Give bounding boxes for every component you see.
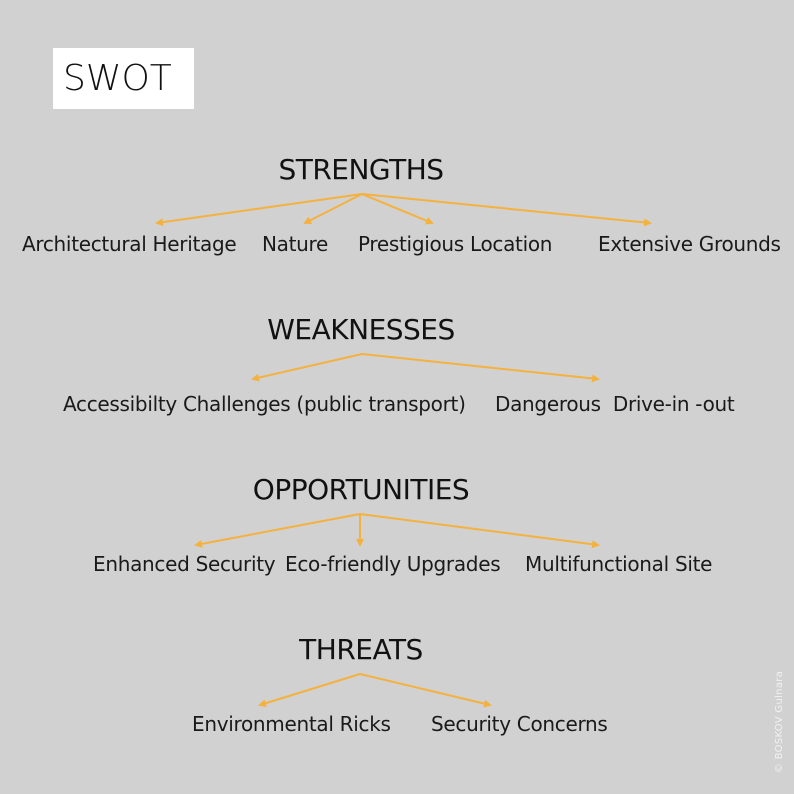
threat-item: Security Concerns [431,712,608,736]
arrow-opportunities-multifunctional [359,513,600,549]
opportunity-item: Eco-friendly Upgrades [285,552,501,576]
opportunities-heading: OPPORTUNITIES [252,473,470,506]
strength-item: Extensive Grounds [598,232,781,256]
weakness-item: Accessibilty Challenges (public transpor… [63,392,466,416]
arrow-weaknesses-accessibility [251,353,363,382]
threats-heading: THREATS [299,633,423,666]
arrow-threats-security-concerns [359,673,492,708]
arrow-threats-environmental [258,673,361,708]
arrow-strengths-architectural-heritage [155,193,363,227]
threat-item: Environmental Ricks [192,712,391,736]
opportunity-item: Multifunctional Site [525,552,713,576]
strength-item: Prestigious Location [358,232,553,256]
arrow-strengths-extensive-grounds [361,193,652,227]
weakness-item: Dangerous Drive-in -out [495,392,735,416]
copyright-watermark: © BOSKOV Gulnara [774,670,785,774]
opportunity-item: Enhanced Security [93,552,276,576]
arrow-strengths-nature [303,193,363,224]
arrow-weaknesses-dangerous [361,353,600,383]
swot-title: SWOT [53,48,194,109]
strength-item: Nature [262,232,329,256]
weaknesses-heading: WEAKNESSES [267,313,455,346]
arrow-strengths-prestigious-location [361,193,434,225]
strengths-heading: STRENGTHS [278,153,444,186]
strength-item: Architectural Heritage [22,232,237,256]
arrow-opportunities-enhanced-security [194,513,361,548]
